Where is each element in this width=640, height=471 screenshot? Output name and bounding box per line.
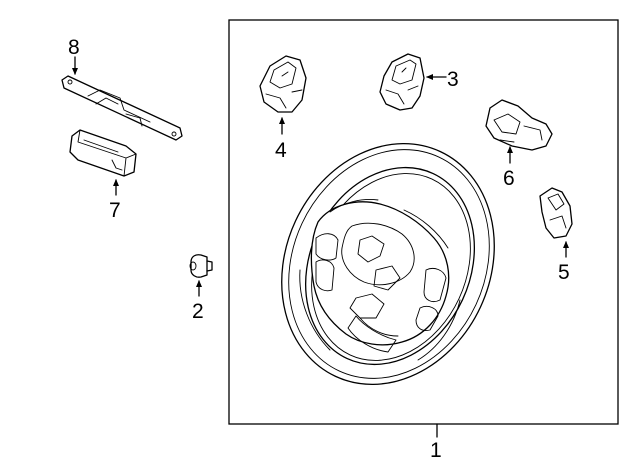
part-6-bracket: [485, 99, 553, 164]
callout-2: 2: [192, 300, 204, 323]
part-3-switch: [379, 53, 447, 111]
callout-7: 7: [109, 199, 121, 222]
assembly-frame: [228, 19, 619, 425]
steering-wheel: [281, 142, 495, 386]
part-4-switch: [259, 55, 307, 135]
part-5-switch: [539, 187, 573, 258]
part-7-module: [69, 129, 137, 196]
part-8-bracket: [61, 56, 183, 141]
callout-4: 4: [275, 139, 287, 162]
callout-8: 8: [68, 36, 80, 59]
callout-1: 1: [430, 439, 442, 462]
part-2-plug: [189, 254, 213, 297]
callout-6: 6: [503, 167, 515, 190]
callout-5: 5: [558, 261, 570, 284]
callout-3: 3: [447, 68, 459, 91]
